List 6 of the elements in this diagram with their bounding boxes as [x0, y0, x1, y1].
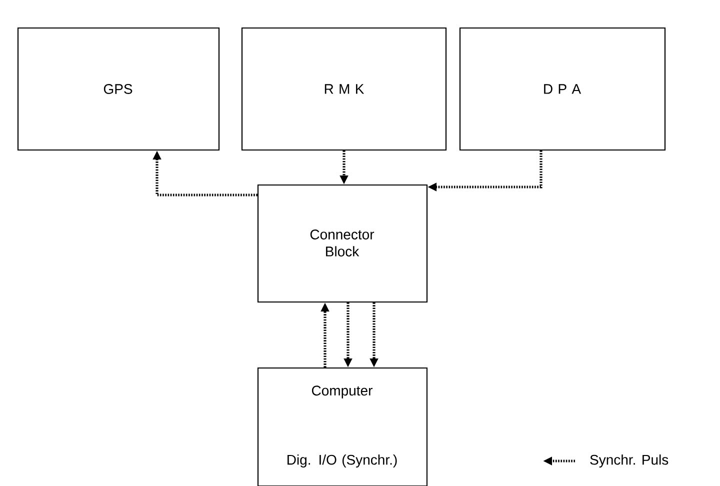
process-box: GPS	[17, 27, 220, 151]
legend-text: Synchr. Puls	[590, 454, 668, 468]
process-box: R M K	[241, 27, 447, 151]
process-box: Computer Dig. I/O (Synchr.)	[257, 367, 428, 486]
process-box: Connector Block	[257, 184, 428, 303]
process-box: D P A	[459, 27, 666, 151]
